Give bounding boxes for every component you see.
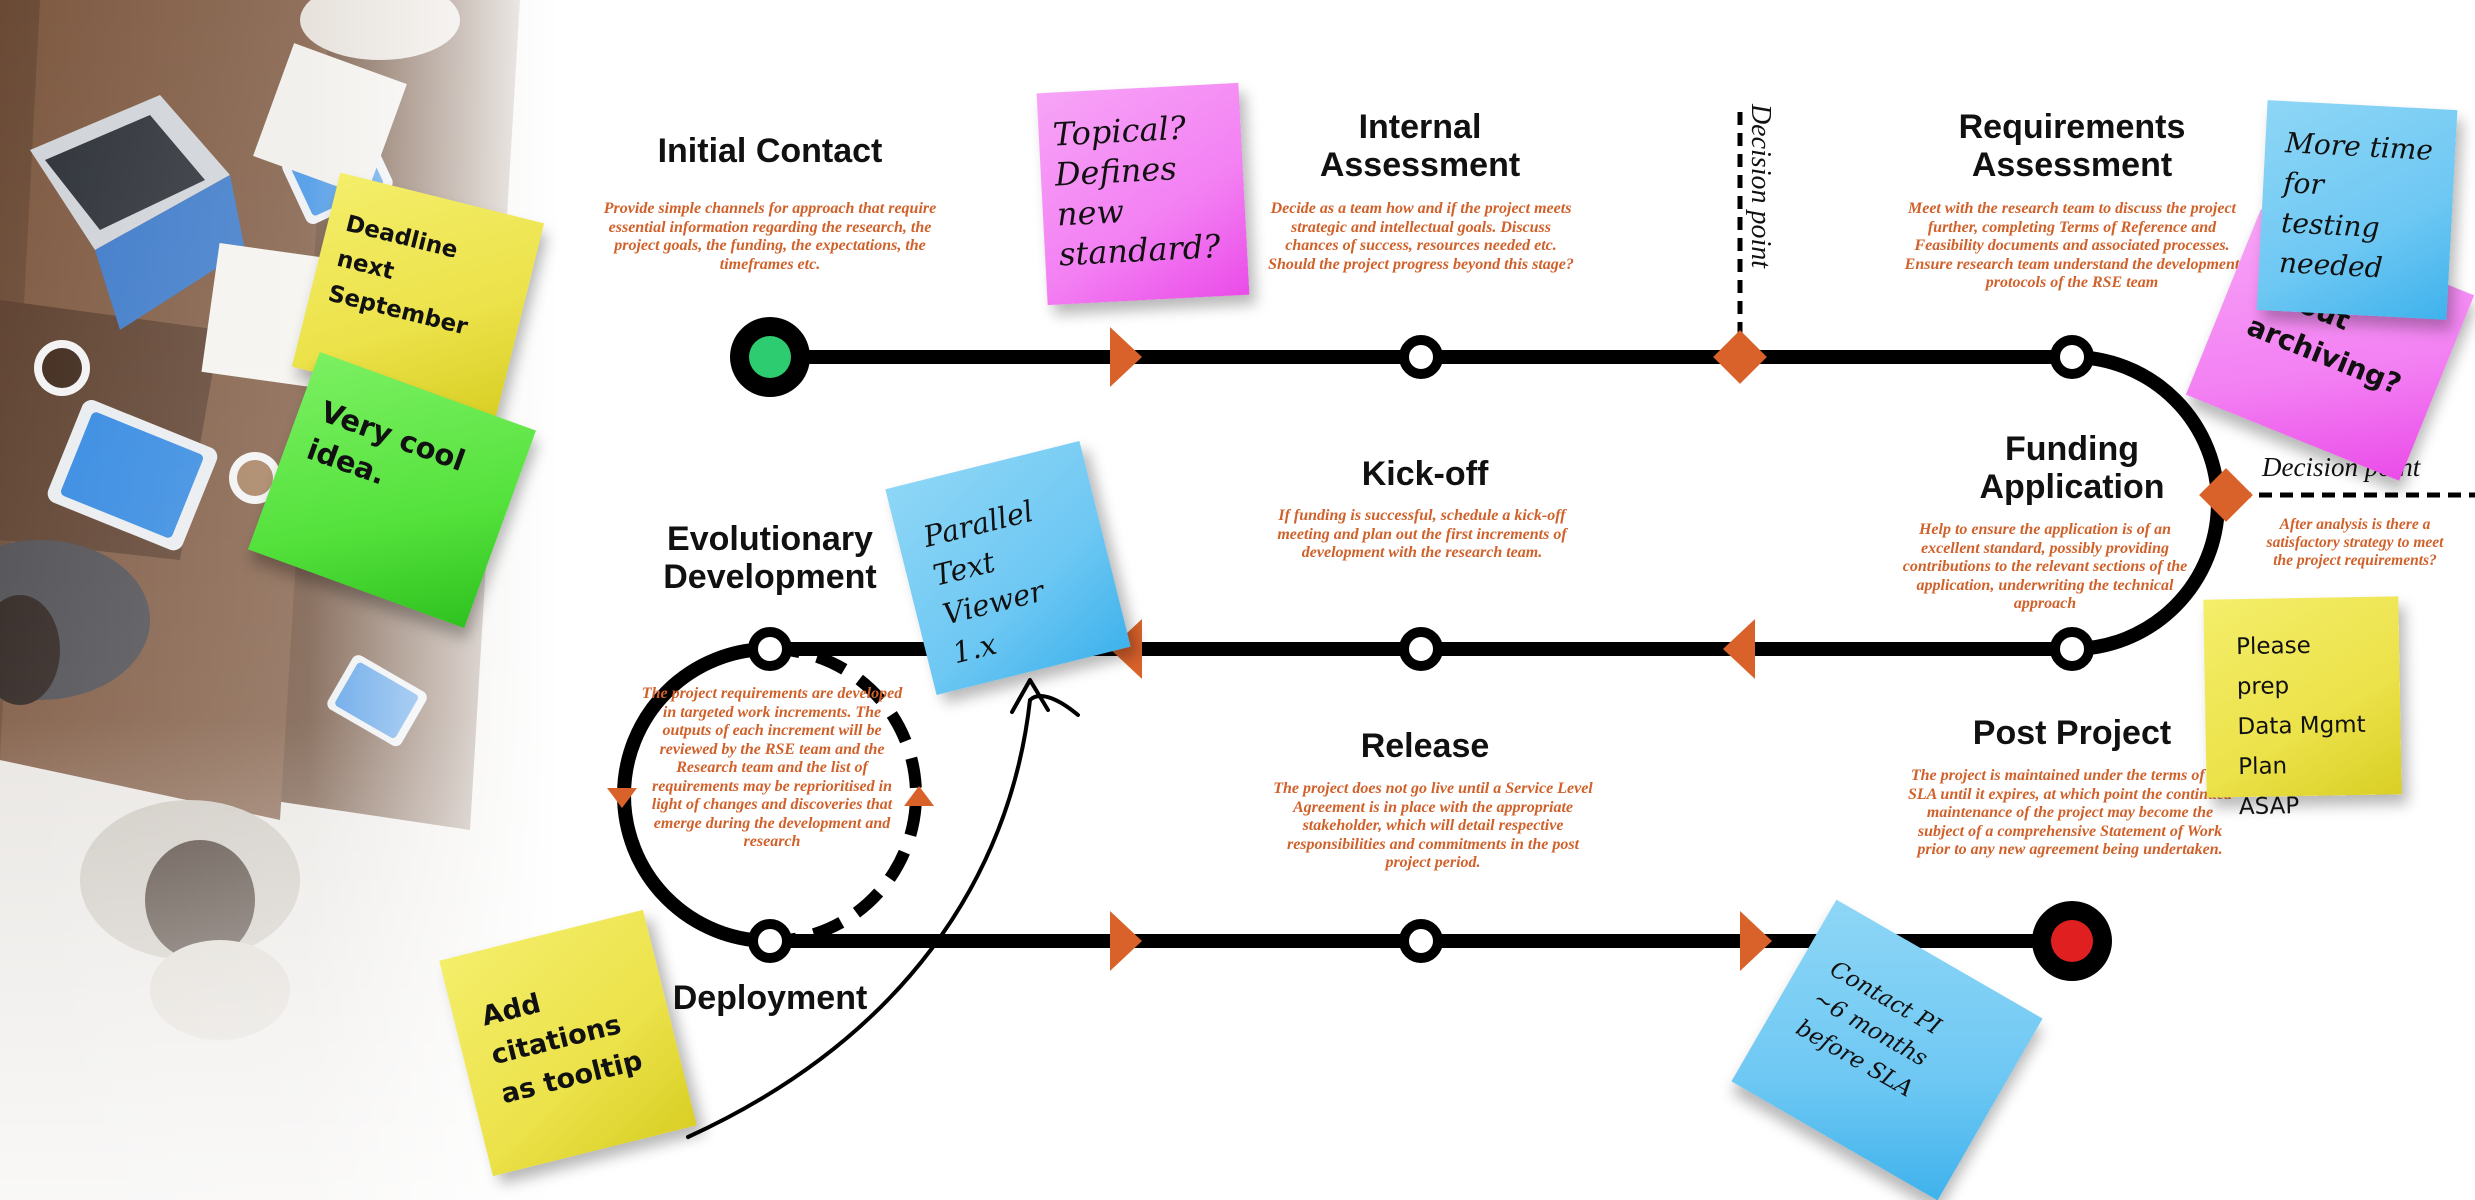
node-deployment xyxy=(748,919,792,963)
stage-desc-post-project: The project is maintained under the term… xyxy=(1907,767,2233,858)
stage-title-kick-off: Kick-off xyxy=(1361,455,1489,493)
sticky-note-topical: Topical? Defines new standard? xyxy=(1036,82,1250,306)
stage-title-deployment: Deployment xyxy=(672,979,868,1017)
stage-title-initial-contact: Initial Contact xyxy=(657,132,883,170)
start-node-center xyxy=(749,336,791,378)
stage-desc-evolutionary-development: The project requirements are developed i… xyxy=(641,685,903,850)
stage-desc-internal-assessment: Decide as a team how and if the project … xyxy=(1268,200,1574,273)
sticky-note-more-time: More time for testing needed xyxy=(2256,100,2458,320)
node-internal-assessment xyxy=(1399,335,1443,379)
stage-desc-requirements-assessment: Meet with the research team to discuss t… xyxy=(1904,200,2240,291)
meeting-photo-background xyxy=(0,0,560,1200)
arrow-right-icon xyxy=(1110,327,1142,387)
stage-desc-funding-application: Help to ensure the application is of an … xyxy=(1902,521,2188,612)
stage-desc-kick-off: If funding is successful, schedule a kic… xyxy=(1277,507,1567,561)
arrow-up-icon xyxy=(904,786,934,806)
stage-title-requirements-assessment: Requirements Assessment xyxy=(1958,108,2186,184)
arrow-right-icon xyxy=(1110,911,1142,971)
node-evolutionary-development xyxy=(748,627,792,671)
arrow-left-icon xyxy=(1110,619,1142,679)
node-release xyxy=(1399,919,1443,963)
stage-title-internal-assessment: Internal Assessment xyxy=(1319,108,1521,184)
stage-title-post-project: Post Project xyxy=(1972,714,2172,752)
arrow-right-icon xyxy=(1740,911,1772,971)
decision-label-1: Decision point xyxy=(1745,103,1776,269)
node-kick-off xyxy=(1399,627,1443,671)
sticky-note-data-mgmt: Please prep Data Mgmt Plan ASAP xyxy=(2203,596,2402,820)
decision-diamond-1 xyxy=(1713,330,1767,384)
stage-title-funding-application: Funding Application xyxy=(1979,430,2165,506)
arrow-down-icon xyxy=(607,788,637,808)
arrow-left-icon xyxy=(1723,619,1755,679)
hand-drawn-arrow xyxy=(686,694,1080,1139)
stage-title-evolutionary-development: Evolutionary Development xyxy=(663,520,877,596)
iteration-loop-dashed xyxy=(769,643,922,947)
node-funding-application xyxy=(2050,627,2094,671)
stage-title-release: Release xyxy=(1360,727,1490,765)
hand-drawn-arrow-head xyxy=(1010,678,1050,714)
end-node-center xyxy=(2051,920,2093,962)
stage-desc-initial-contact: Provide simple channels for approach tha… xyxy=(603,200,937,273)
decision-question-2: After analysis is there a satisfactory s… xyxy=(2266,516,2444,569)
node-requirements-assessment xyxy=(2050,335,2094,379)
stage-desc-release: The project does not go live until a Ser… xyxy=(1273,780,1593,871)
